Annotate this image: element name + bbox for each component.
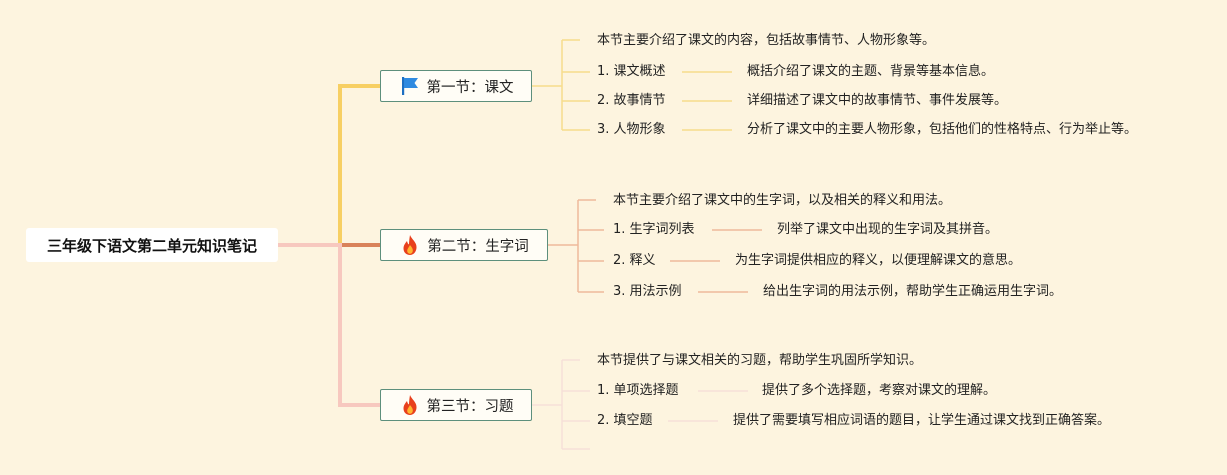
- section3-summary: 本节提供了与课文相关的习题，帮助学生巩固所学知识。: [597, 353, 923, 368]
- root-node[interactable]: 三年级下语文第二单元知识笔记: [26, 228, 278, 262]
- section3-item2-label: 2. 填空题: [597, 413, 653, 428]
- section-node-2[interactable]: 第二节：生字词: [380, 229, 548, 261]
- section2-item2-desc: 为生字词提供相应的释义，以便理解课文的意思。: [735, 253, 1022, 268]
- fire-icon: [399, 234, 421, 256]
- section1-item1-label: 1. 课文概述: [597, 64, 666, 79]
- section2-item2-label: 2. 释义: [613, 253, 656, 268]
- section-title-3: 第三节：习题: [426, 398, 514, 415]
- section1-item2-label: 2. 故事情节: [597, 93, 666, 108]
- connector-root-section3: [278, 243, 380, 407]
- fire-icon: [399, 394, 421, 416]
- section3-branches: [532, 359, 748, 450]
- section2-item3-label: 3. 用法示例: [613, 284, 682, 299]
- section2-summary: 本节主要介绍了课文中的生字词，以及相关的释义和用法。: [613, 193, 952, 208]
- section1-item1-desc: 概括介绍了课文的主题、背景等基本信息。: [747, 64, 995, 79]
- connector-root-section1: [278, 84, 380, 247]
- section2-branches: [548, 199, 762, 293]
- section1-summary: 本节主要介绍了课文的内容，包括故事情节、人物形象等。: [597, 33, 936, 48]
- section2-item1-desc: 列举了课文中出现的生字词及其拼音。: [777, 222, 999, 237]
- section1-branches: [532, 39, 732, 131]
- section3-item1-label: 1. 单项选择题: [597, 383, 679, 398]
- section3-item2-desc: 提供了需要填写相应词语的题目，让学生通过课文找到正确答案。: [733, 413, 1111, 428]
- section-title-2: 第二节：生字词: [427, 238, 529, 255]
- section3-item1-desc: 提供了多个选择题，考察对课文的理解。: [762, 383, 997, 398]
- root-title: 三年级下语文第二单元知识笔记: [46, 236, 257, 255]
- section1-item2-desc: 详细描述了课文中的故事情节、事件发展等。: [747, 93, 1008, 108]
- section-title-1: 第一节：课文: [426, 79, 514, 96]
- section-node-3[interactable]: 第三节：习题: [380, 389, 532, 421]
- section1-item3-label: 3. 人物形象: [597, 122, 666, 137]
- section1-item3-desc: 分析了课文中的主要人物形象，包括他们的性格特点、行为举止等。: [747, 122, 1138, 137]
- section-node-1[interactable]: 第一节：课文: [380, 70, 532, 102]
- flag-icon: [399, 75, 421, 97]
- section2-item1-label: 1. 生字词列表: [613, 222, 695, 237]
- section2-item3-desc: 给出生字词的用法示例，帮助学生正确运用生字词。: [763, 284, 1063, 299]
